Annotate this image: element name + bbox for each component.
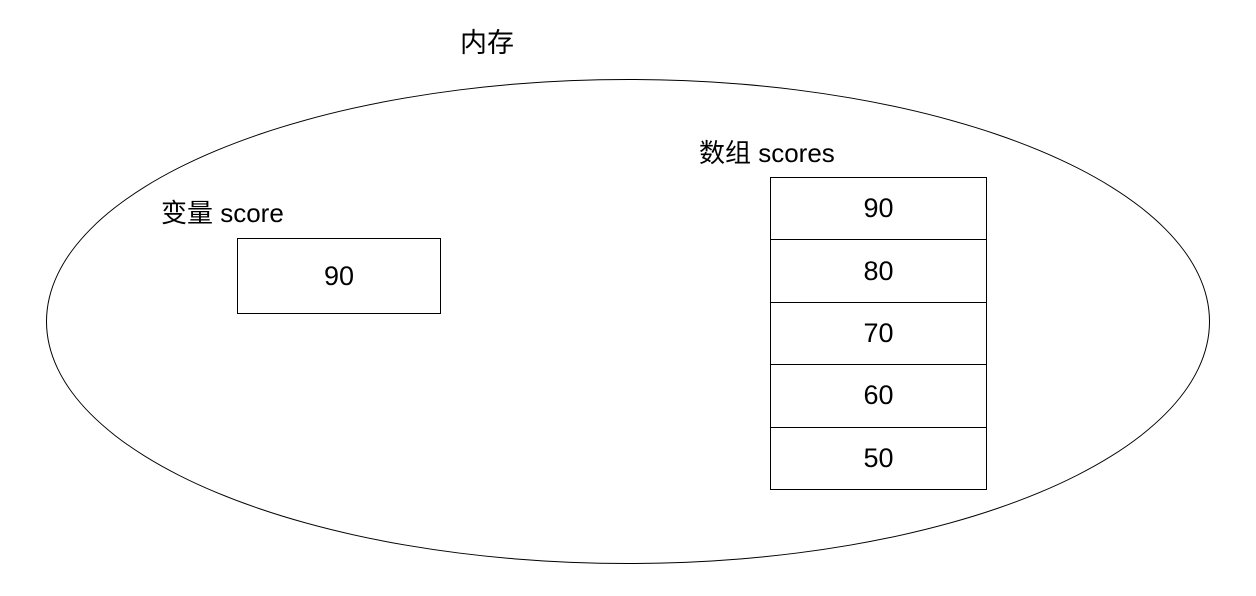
diagram-title: 内存 xyxy=(460,28,514,58)
array-cell: 90 xyxy=(771,178,986,241)
array-cell: 60 xyxy=(771,365,986,428)
array-cell: 80 xyxy=(771,240,986,303)
array-cell: 50 xyxy=(863,442,894,473)
memory-ellipse xyxy=(46,79,1210,564)
array-box: 90 80 70 60 50 xyxy=(770,177,987,490)
variable-box: 90 xyxy=(237,238,441,314)
variable-label: 变量 score xyxy=(161,198,284,228)
array-cell: 70 xyxy=(771,303,986,366)
array-label: 数组 scores xyxy=(699,138,835,168)
variable-value: 90 xyxy=(323,260,355,291)
